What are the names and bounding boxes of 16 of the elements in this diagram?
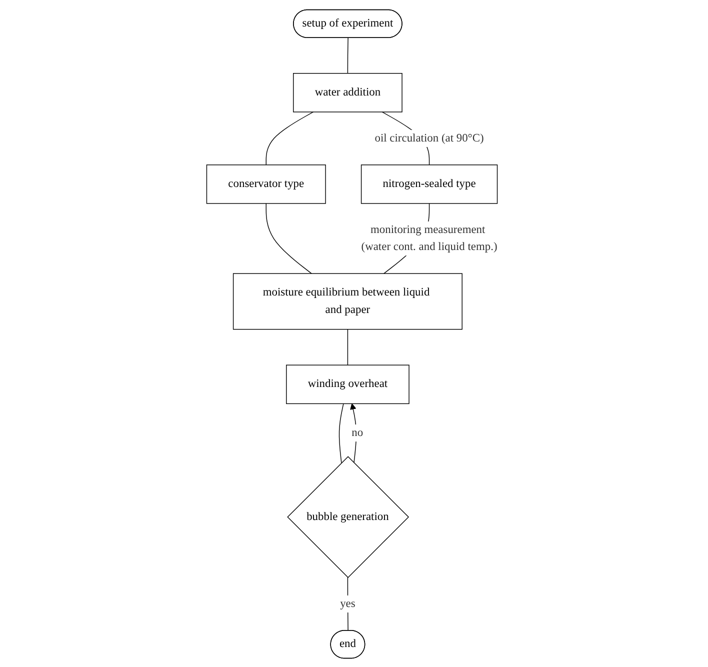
node-diamond: bubble generation [287,456,410,578]
connector [266,202,312,274]
node-box: moisture equilibrium between liquid and paper [233,272,463,330]
edge-label: yes [340,597,356,610]
connector [348,576,349,631]
edge-label: monitoring measurement (water cont. and liquid temp.) [362,223,498,252]
connector [348,37,349,74]
node-box: nitrogen-sealed type [361,164,498,204]
connector [266,111,314,165]
connector [339,402,344,463]
edge-label: no [352,426,364,438]
node-box: conservator type [206,164,326,204]
edge-label: oil circulation (at 90°C) [374,131,484,144]
arrow [350,402,357,463]
node-box: winding overheat [286,364,410,404]
node-box: water addition [293,72,403,112]
